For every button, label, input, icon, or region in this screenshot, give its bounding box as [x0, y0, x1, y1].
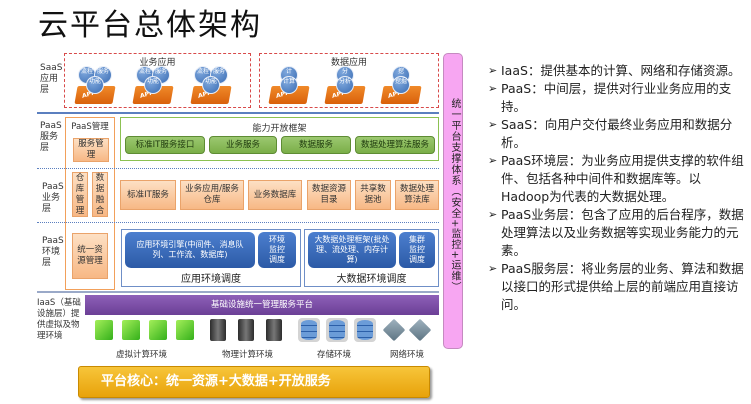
biz-app-service-repo[interactable]: 业务应用/服务仓库 [180, 180, 244, 210]
service-data[interactable]: 数据服务 [281, 136, 351, 154]
database-storage-icon [298, 318, 320, 342]
app-function-bubble: 功能 [144, 76, 162, 94]
description-text: IaaS：提供基本的计算、网络和存储资源。 [501, 63, 741, 78]
capability-framework-title: 能力开放框架 [252, 124, 307, 134]
business-apps-group: 业务应用 [64, 53, 251, 108]
infrastructure-platform-bar[interactable]: 基础设施统一管理服务平台 [85, 295, 439, 315]
app-function-bubble: 功能 [202, 76, 220, 94]
paas-env-layer-label: PaaS环境层 [42, 236, 64, 268]
support-system-text: 统一平台支撑体系（安全+监控+运维） [449, 98, 460, 293]
biz-database[interactable]: 业务数据库 [248, 180, 302, 210]
app-env-caption: 应用环境调度 [181, 274, 241, 285]
cluster-monitor-dispatch[interactable]: 集群监控调度 [399, 232, 435, 268]
description-item: ➢IaaS：提供基本的计算、网络和存储资源。 [488, 62, 748, 80]
layer-divider [37, 168, 439, 169]
data-fusion-box[interactable]: 数据融合 [92, 172, 108, 217]
description-item: ➢PaaS环境层：为业务应用提供支撑的软件组件、包括各种中间件和数据库等。以Ha… [488, 152, 748, 206]
network-label: 网络环境 [390, 350, 425, 360]
iaas-layer-label: IaaS（基础设施层）提供虚拟及物理环境 [37, 298, 81, 341]
virtual-machine-icon [176, 320, 194, 340]
network-switch-icon [408, 318, 432, 342]
unified-resource-management-box[interactable]: 统一资源管理 [72, 233, 108, 279]
bigdata-env-frame [304, 229, 439, 287]
description-text: PaaS业务层：包含了应用的后台程序，数据处理算法以及业务数据等实现业务能力的元… [501, 207, 744, 258]
env-monitor-dispatch[interactable]: 环境监控调度 [258, 232, 296, 268]
data-apps-title: 数据应用 [330, 58, 367, 68]
arrow-bullet-icon: ➢ [488, 82, 498, 95]
support-system-bar: 统一平台支撑体系（安全+监控+运维） [443, 53, 463, 349]
physical-compute-icons [208, 319, 298, 343]
storage-label: 存储环境 [317, 350, 352, 360]
app-function-bubble: 挖掘 [392, 76, 410, 94]
business-apps-title: 业务应用 [139, 58, 176, 68]
description-text: PaaS环境层：为业务应用提供支撑的软件组件、包括各种中间件和数据库等。以Had… [501, 153, 744, 204]
server-rack-icon [210, 319, 226, 341]
platform-core-banner: 平台核心：统一资源+大数据+开放服务 [78, 366, 430, 398]
app-function-bubble: 功能 [86, 76, 104, 94]
database-storage-icon [354, 318, 376, 342]
server-rack-icon [266, 319, 282, 341]
layer-divider [37, 291, 439, 293]
layer-divider [37, 222, 439, 223]
paas-service-layer-label: PaaS服务层 [40, 121, 62, 153]
biz-shared-data-pool[interactable]: 共享数据池 [355, 180, 391, 210]
description-item: ➢SaaS：向用户交付最终业务应用和数据分析。 [488, 116, 748, 152]
arrow-bullet-icon: ➢ [488, 118, 498, 131]
storage-icons [298, 318, 388, 344]
paas-management-frame: PaaS管理 [65, 117, 115, 290]
virtual-machine-icon [122, 320, 140, 340]
app-function-bubble: 计算 [280, 76, 298, 94]
description-item: ➢PaaS服务层：将业务层的业务、算法和数据以接口的形式提供给上层的前端应用直接… [488, 260, 748, 314]
saas-layer-label: SaaS应用层 [40, 63, 63, 95]
description-item: ➢PaaS：中间层，提供对行业业务应用的支持。 [488, 80, 748, 116]
virtual-compute-icons [93, 320, 221, 344]
service-data-algorithm[interactable]: 数据处理算法服务 [355, 136, 435, 154]
description-text: PaaS服务层：将业务层的业务、算法和数据以接口的形式提供给上层的前端应用直接访… [501, 261, 744, 312]
data-apps-group: 数据应用 [259, 53, 439, 108]
network-icons [382, 318, 440, 344]
biz-standard-it[interactable]: 标准IT服务 [120, 180, 176, 210]
service-standard-it-interface[interactable]: 标准IT服务接口 [125, 136, 205, 154]
arrow-bullet-icon: ➢ [488, 154, 498, 167]
physical-compute-label: 物理计算环境 [222, 350, 274, 360]
bigdata-framework[interactable]: 大数据处理框架(批处理、流处理、内存计算) [308, 232, 396, 268]
virtual-compute-label: 虚拟计算环境 [116, 350, 168, 360]
app-function-bubble: 分析 [336, 76, 354, 94]
arrow-bullet-icon: ➢ [488, 262, 498, 275]
description-text: SaaS：向用户交付最终业务应用和数据分析。 [501, 117, 733, 150]
biz-algorithm-library[interactable]: 数据处理算法库 [395, 180, 439, 210]
virtual-machine-icon [149, 320, 167, 340]
description-list: ➢IaaS：提供基本的计算、网络和存储资源。➢PaaS：中间层，提供对行业业务应… [488, 62, 748, 314]
paas-business-layer-label: PaaS业务层 [42, 182, 64, 214]
service-business[interactable]: 业务服务 [209, 136, 277, 154]
server-rack-icon [238, 319, 254, 341]
database-storage-icon [326, 318, 348, 342]
biz-data-resource-catalog[interactable]: 数据资源目录 [307, 180, 351, 210]
paas-management-title: PaaS管理 [71, 122, 109, 132]
description-text: PaaS：中间层，提供对行业业务应用的支持。 [501, 81, 732, 114]
arrow-bullet-icon: ➢ [488, 208, 498, 221]
description-item: ➢PaaS业务层：包含了应用的后台程序，数据处理算法以及业务数据等实现业务能力的… [488, 206, 748, 260]
arrow-bullet-icon: ➢ [488, 64, 498, 77]
warehouse-management-box[interactable]: 仓库管理 [72, 172, 88, 217]
service-management-box[interactable]: 服务管理 [73, 138, 109, 162]
app-env-engine[interactable]: 应用环境引擎(中间件、消息队列、工作流、数据库) [125, 232, 255, 268]
bigdata-env-caption: 大数据环境调度 [336, 274, 407, 285]
layer-divider [37, 112, 439, 114]
network-switch-icon [382, 318, 406, 342]
virtual-machine-icon [95, 320, 113, 340]
page-title: 云平台总体架构 [38, 8, 262, 43]
app-env-frame [121, 229, 301, 287]
